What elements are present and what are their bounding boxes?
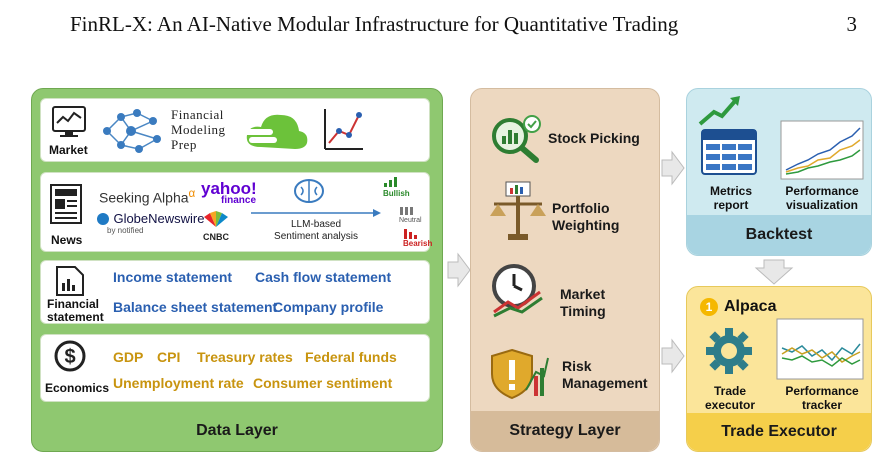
market-monitor-icon [52,106,86,137]
performance-tracker-label: Performance tracker [785,384,859,412]
economics-label: Economics [45,381,110,395]
cloud-logo-icon [243,114,308,149]
cash-flow-statement: Cash flow statement [255,269,392,285]
risk-management-label: Risk Management [562,358,648,391]
unemployment-rate: Unemployment rate [113,375,244,391]
trade-executor-label: Trade Executor [687,413,871,451]
backtest-label: Backtest [687,215,871,255]
bearish-label: Bearish [403,229,432,248]
performance-tracker-chart-icon [776,318,864,380]
neutral-label: Neutral [399,205,422,224]
globenewswire-logo: GlobeNewswire by notified [97,212,205,237]
gdp: GDP [113,349,144,365]
paper-title: FinRL-X: An AI-Native Modular Infrastruc… [70,12,679,36]
financial-statement-label: Financial statement [47,297,104,324]
sentiment-arrow [251,209,381,217]
economics-row: $ Economics GDP CPI Treasury rates Feder… [40,334,430,402]
stock-picking-label: Stock Picking [548,130,640,146]
market-timing-label: Market Timing [560,286,606,319]
arrow-right-icon [447,252,471,288]
alpaca-logo: 1 Alpaca [700,298,776,316]
seeking-alpha-logo: Seeking Alphaα [99,187,196,206]
arrow-right-icon [661,150,685,186]
sentiment-label: LLM-based Sentiment analysis [274,219,358,242]
consumer-sentiment: Consumer sentiment [253,375,393,391]
bullish-label: Bullish [383,177,410,198]
performance-visualization-label: Performance visualization [785,184,859,212]
trade-executor-item-label: Trade executor [704,384,756,412]
income-statement: Income statement [113,269,233,285]
clock-chart-icon [492,264,543,318]
financial-statement-row: Financial statement Income statement Cas… [40,260,430,324]
yahoo-finance-logo: yahoo! finance [201,179,257,206]
page-number: 3 [846,12,858,36]
strategy-layer-label: Strategy Layer [471,411,659,451]
cpi: CPI [157,349,181,365]
balance-sheet-statement: Balance sheet statement [113,299,278,315]
network-ai-icon [103,109,161,153]
federal-funds: Federal funds [305,349,397,365]
newspaper-icon [50,184,82,224]
document-chart-icon [56,266,84,296]
shield-risk-icon [491,348,549,400]
metrics-report-label: Metrics report [709,184,753,212]
fmp-logo-text: Financial Modeling Prep [171,107,226,152]
performance-chart-icon [780,120,864,180]
balance-scale-icon [490,181,546,240]
company-profile: Company profile [273,299,384,315]
svg-text:$: $ [64,346,75,368]
market-row: Market Financial Modeling Prep [40,98,430,162]
gear-icon [706,328,752,374]
line-chart-icon [324,109,363,150]
brain-icon [294,179,324,203]
market-label: Market [49,143,88,157]
metrics-table-icon [698,96,757,175]
cnbc-logo: CNBC [201,211,231,242]
news-row: News Seeking Alphaα yahoo! finance Globe… [40,172,432,252]
arrow-right-icon [661,338,685,374]
data-layer-label: Data Layer [196,422,278,439]
news-label: News [51,233,83,247]
magnifier-chart-icon [492,115,541,163]
page-header: FinRL-X: An AI-Native Modular Infrastruc… [0,12,887,42]
portfolio-weighting-label: Portfolio Weighting [552,200,620,233]
arrow-down-icon [754,259,794,285]
economics-globe-icon: $ [54,340,86,372]
treasury-rates: Treasury rates [197,349,293,365]
